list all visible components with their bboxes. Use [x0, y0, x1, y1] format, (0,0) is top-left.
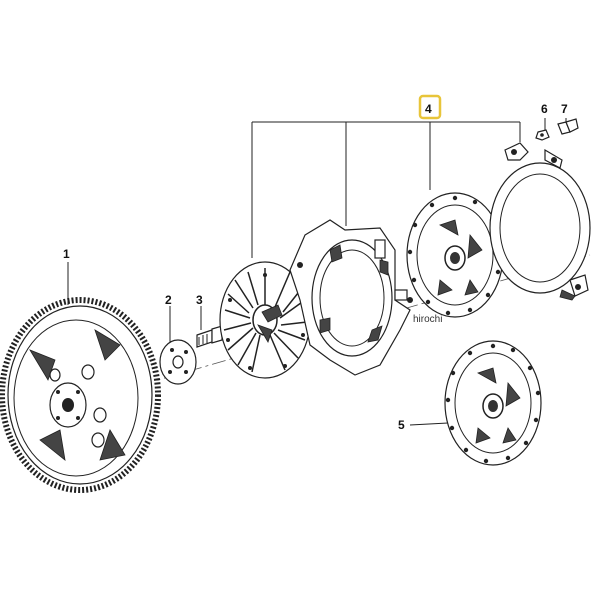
flywheel-part-1[interactable]	[0, 297, 161, 493]
callout-2[interactable]: 2	[165, 293, 172, 307]
callout-4-bracket	[251, 121, 521, 258]
callout-6[interactable]: 6	[541, 102, 548, 116]
clutch-disc-part-5[interactable]	[444, 340, 542, 466]
clutch-disc-part-4[interactable]	[406, 192, 504, 318]
bolt-part-3[interactable]	[196, 325, 223, 348]
callout-5[interactable]: 5	[398, 418, 405, 432]
intermediate-plate[interactable]	[489, 142, 591, 301]
clutch-cover-housing[interactable]	[289, 219, 413, 376]
screw-part-7[interactable]	[557, 118, 579, 135]
washer-plate-part-2[interactable]	[159, 339, 197, 385]
callout-4-highlight	[418, 94, 442, 120]
callout-3[interactable]: 3	[196, 293, 203, 307]
callout-7[interactable]: 7	[561, 102, 568, 116]
watermark-text: hirochi	[413, 314, 442, 325]
callout-1[interactable]: 1	[63, 247, 70, 261]
callout-4[interactable]: 4	[425, 102, 432, 116]
nut-part-6[interactable]	[535, 129, 550, 141]
